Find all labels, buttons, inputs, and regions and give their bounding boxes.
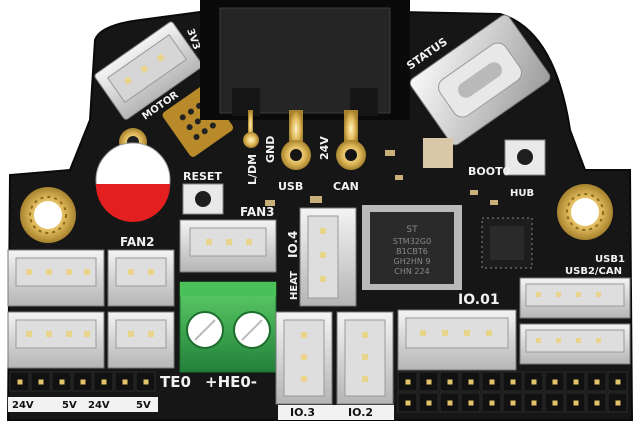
header-pin-contact: [615, 400, 621, 406]
fan2-connector: [107, 249, 175, 307]
header-pin-contact: [594, 400, 600, 406]
label-hub: HUB: [510, 188, 534, 199]
power-posts: [243, 110, 366, 170]
label-l-dm: L/DM: [246, 154, 259, 185]
header-pin-contact: [122, 379, 128, 385]
left-connector-bottom: [7, 311, 105, 369]
pin-header-right: [397, 371, 628, 413]
label-io01: IO.01: [458, 292, 500, 308]
header-pin-contact: [552, 379, 558, 385]
label-io4: IO.4: [286, 231, 300, 258]
header-pin-contact: [468, 379, 474, 385]
header-pin-contact: [38, 379, 44, 385]
header-pin-contact: [17, 379, 23, 385]
header-pin-contact: [426, 379, 432, 385]
header-pin-contact: [143, 379, 149, 385]
label-heat: HEAT: [289, 271, 300, 300]
label-can: CAN: [333, 180, 359, 193]
header-pin-contact: [489, 379, 495, 385]
io3-connector: [275, 311, 333, 405]
chip-line-5: CHN 224: [394, 267, 429, 276]
label-io2: IO.2: [348, 406, 373, 419]
header-pin-contact: [531, 400, 537, 406]
label-gnd: GND: [264, 136, 277, 163]
label-usb1: USB1: [595, 254, 625, 265]
header-pin-contact: [59, 379, 65, 385]
mcu-chip: ST STM32G0 B1CBT6 GH2HN 9 CHN 224: [362, 205, 462, 290]
header-pin-contact: [489, 400, 495, 406]
label-fan2: FAN2: [120, 235, 155, 249]
usb-c-connector: [409, 14, 551, 146]
thermistor-disc: [95, 142, 171, 222]
usb1-connector: [519, 277, 631, 319]
header-pin-contact: [80, 379, 86, 385]
io01-connector: [397, 309, 517, 371]
label-io3: IO.3: [290, 406, 315, 419]
chip-line-3: B1CBT6: [396, 247, 428, 256]
left-connector-top: [7, 249, 105, 307]
power-label-strip: [8, 397, 158, 412]
label-bottom-5v-1: 5V: [62, 400, 77, 411]
label-usb: USB: [278, 180, 303, 193]
io2-connector: [336, 311, 394, 405]
power-connector-block: [200, 0, 410, 120]
header-pin-contact: [510, 400, 516, 406]
io-label-strip: [278, 405, 394, 420]
header-pin-contact: [405, 400, 411, 406]
te0-connector: [107, 311, 175, 369]
chip-logo: ST: [406, 225, 418, 235]
header-pin-contact: [615, 379, 621, 385]
header-pin-contact: [447, 379, 453, 385]
header-pin-contact: [468, 400, 474, 406]
label-te0: TE0: [160, 373, 191, 391]
chip-line-2: STM32G0: [393, 237, 431, 246]
io4-connector: [299, 207, 357, 307]
label-boot0: BOOT0: [468, 165, 511, 178]
motor-connector: [94, 21, 203, 120]
label-bottom-24v-2: 24V: [88, 400, 110, 411]
header-pin-contact: [531, 379, 537, 385]
label-usb2-can: USB2/CAN: [565, 266, 622, 277]
label-bottom-5v-2: 5V: [136, 400, 151, 411]
header-pin-contact: [426, 400, 432, 406]
header-pin-contact: [447, 400, 453, 406]
label-reset: RESET: [183, 170, 222, 183]
mounting-hole-right: [557, 184, 613, 240]
label-24v-top: 24V: [318, 136, 331, 160]
header-pin-contact: [510, 379, 516, 385]
header-pin-contact: [101, 379, 107, 385]
boot0-button: [504, 139, 546, 176]
label-bottom-24v-1: 24V: [12, 400, 34, 411]
usb2-can-connector: [519, 323, 631, 365]
label-he0: +HE0-: [205, 373, 257, 391]
pin-header-left: [9, 371, 156, 392]
header-pin-contact: [552, 400, 558, 406]
header-pin-contact: [573, 379, 579, 385]
mounting-hole-left: [20, 187, 76, 243]
reset-button: [182, 183, 224, 215]
fan3-connector: [179, 219, 277, 273]
heater-terminal-block: [179, 281, 277, 373]
smd-components: [265, 138, 498, 206]
header-pin-contact: [405, 379, 411, 385]
hub-chip: [481, 217, 533, 269]
label-fan3: FAN3: [240, 205, 275, 219]
chip-line-4: GH2HN 9: [394, 257, 431, 266]
header-pin-contact: [594, 379, 600, 385]
header-pin-contact: [573, 400, 579, 406]
